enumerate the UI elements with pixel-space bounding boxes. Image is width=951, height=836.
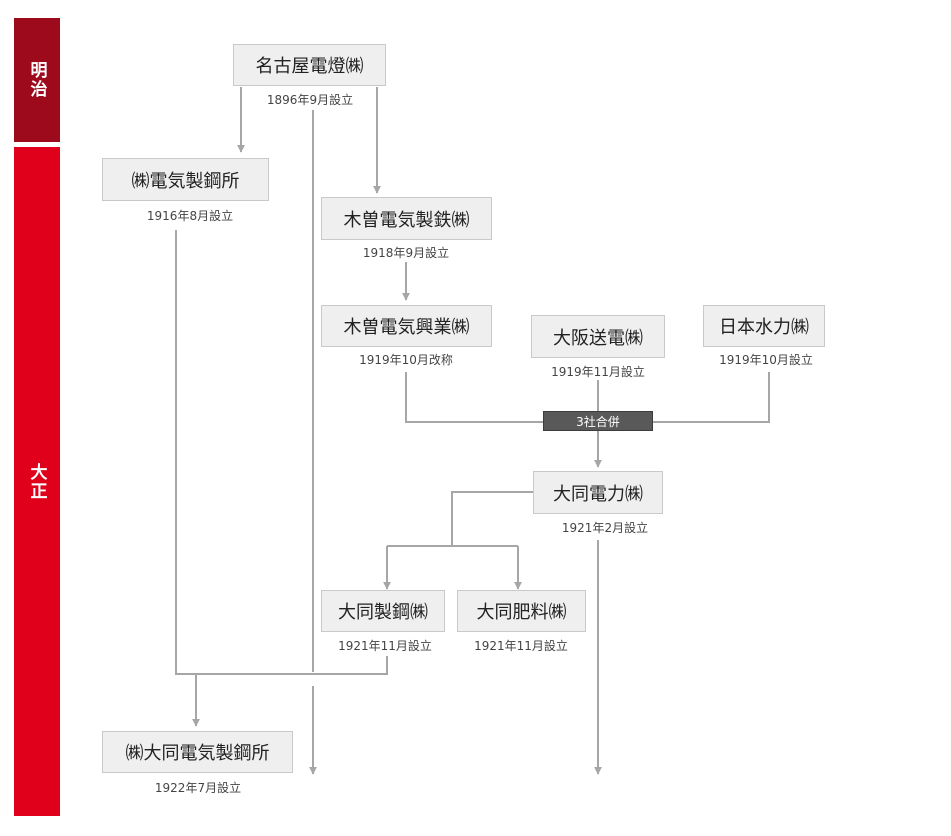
node-nihon-suiryoku-label: 日本水力㈱ [719,317,809,338]
note-kiso-seitetsu: 1918年9月設立 [362,246,450,260]
node-daido-denryoku-label: 大同電力㈱ [553,483,643,505]
node-kiso-kogyo-label: 木曽電気興業㈱ [343,317,470,338]
node-osaka-soden: 大阪送電㈱ [531,315,665,358]
node-daido-seiko-label: 大同製鋼㈱ [338,602,428,623]
note-kiso-kogyo: 1919年10月改称 [359,353,453,367]
node-nagoya-dento: 名古屋電燈㈱ [233,44,386,86]
node-denki-seikosho: ㈱電気製鋼所 [102,158,269,201]
note-daido-hiryo: 1921年11月設立 [474,639,568,653]
node-kiso-seitetsu-label: 木曽電気製鉄㈱ [343,209,470,231]
link-nihon-suiryoku-to-merger [653,372,770,423]
link-denki-seikosho-down [175,230,388,675]
note-denki-seikosho: 1916年8月設立 [146,209,234,223]
node-kiso-kogyo: 木曽電気興業㈱ [321,305,492,347]
node-osaka-soden-label: 大阪送電㈱ [553,327,643,349]
note-osaka-soden: 1919年11月設立 [551,365,645,379]
node-daido-hiryo: 大同肥料㈱ [457,590,586,632]
node-daido-denki-seikosho: ㈱大同電気製鋼所 [102,731,293,773]
link-daido-branch [451,491,533,546]
merger-badge: 3社合併 [543,411,653,431]
merger-label: 3社合併 [576,414,620,429]
era-label-taisho: 大正 [26,462,47,501]
node-daido-hiryo-label: 大同肥料㈱ [476,602,567,623]
era-band-taisho: 大正 [14,147,60,816]
note-daido-seiko: 1921年11月設立 [338,639,432,653]
node-denki-seikosho-label: ㈱電気製鋼所 [131,170,240,192]
node-kiso-seitetsu: 木曽電気製鉄㈱ [321,197,492,240]
era-label-meiji: 明治 [26,61,47,99]
node-daido-denki-seikosho-label: ㈱大同電気製鋼所 [125,743,270,764]
node-daido-seiko: 大同製鋼㈱ [321,590,445,632]
note-daido-denryoku: 1921年2月設立 [561,521,649,535]
era-band-meiji: 明治 [14,18,60,142]
node-nihon-suiryoku: 日本水力㈱ [703,305,825,347]
note-nihon-suiryoku: 1919年10月設立 [719,353,813,367]
note-daido-denki-seikosho: 1922年7月設立 [154,781,242,795]
node-daido-denryoku: 大同電力㈱ [533,471,663,514]
node-nagoya-dento-label: 名古屋電燈㈱ [255,56,364,77]
note-nagoya-dento: 1896年9月設立 [266,93,354,107]
link-kiso-kogyo-to-merger [405,372,543,423]
